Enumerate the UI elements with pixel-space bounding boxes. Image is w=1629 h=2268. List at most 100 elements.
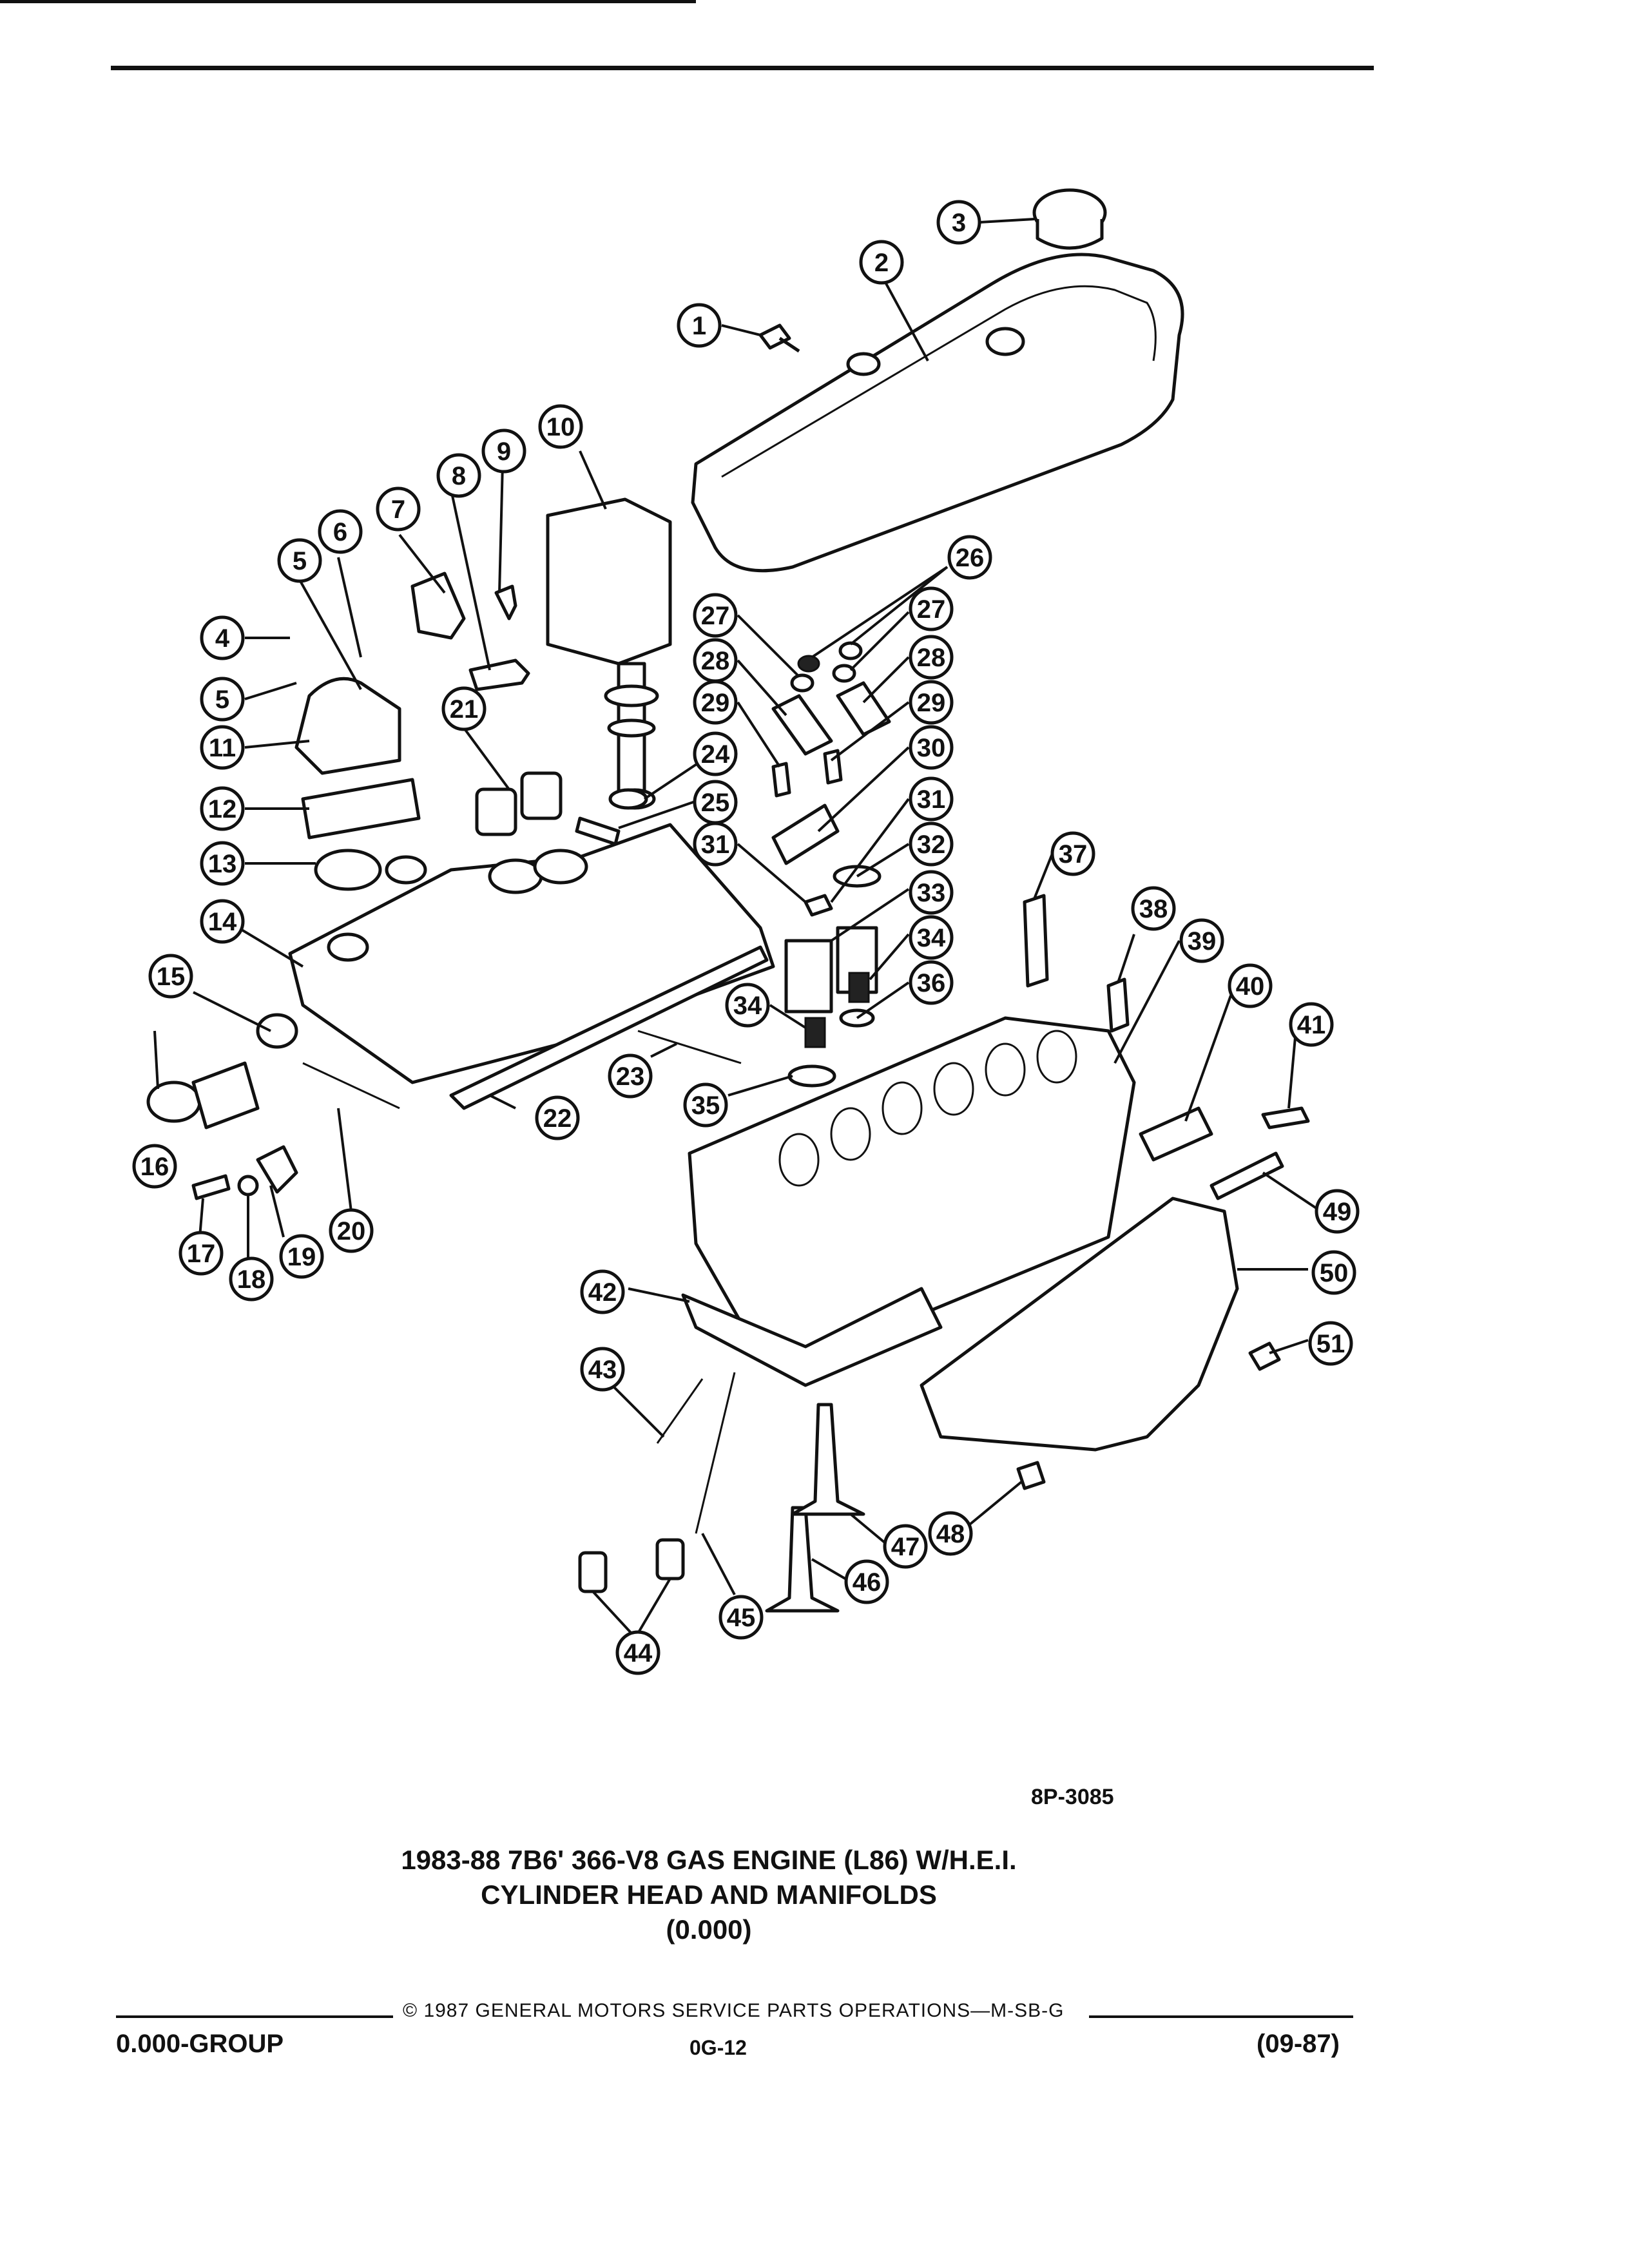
seal-34a: [804, 1017, 826, 1048]
cover-bolt: [758, 323, 800, 353]
washer-18: [237, 1175, 259, 1196]
title-line-2: CYLINDER HEAD AND MANIFOLDS: [481, 1879, 937, 1910]
callout-number: 28: [917, 644, 946, 672]
parts-artwork: [146, 188, 1310, 1613]
callout-number: 13: [208, 850, 237, 878]
callout-circle: [200, 841, 245, 886]
intake-gasket-22: [449, 945, 769, 1110]
callout-41: 41: [1289, 1002, 1334, 1047]
callout-circle: [909, 960, 954, 1005]
callout-34: 34: [725, 983, 770, 1028]
callout-38: 38: [1131, 886, 1176, 931]
bracket-40: [1139, 1106, 1213, 1162]
callout-circle: [1308, 1321, 1353, 1366]
callout-circle: [132, 1144, 177, 1189]
callout-10: 10: [538, 404, 583, 449]
callout-number: 2: [874, 249, 889, 277]
callout-5: 5: [200, 677, 245, 722]
scan-edge-rule: [0, 0, 696, 3]
rocker-arm-28b: [836, 681, 891, 736]
callout-number: 11: [209, 734, 236, 762]
callout-32: 32: [909, 822, 954, 867]
callout-51: 51: [1308, 1321, 1353, 1366]
callout-48: 48: [928, 1511, 973, 1556]
bolt-9: [494, 584, 517, 620]
callout-number: 5: [215, 686, 229, 714]
seal-34b: [848, 972, 870, 1003]
pushrod-45: [695, 1372, 736, 1534]
callout-number: 31: [701, 831, 730, 859]
callout-35: 35: [683, 1082, 728, 1128]
callout-number: 33: [917, 879, 946, 907]
callout-28: 28: [909, 635, 954, 680]
callout-number: 12: [208, 795, 237, 823]
callout-number: 51: [1316, 1330, 1345, 1358]
callout-circle: [376, 486, 421, 532]
callout-circle: [859, 240, 904, 285]
housing-gasket: [301, 778, 421, 840]
callout-circle: [928, 1511, 973, 1556]
callout-circle: [909, 870, 954, 915]
callout-number: 15: [157, 963, 186, 991]
pushrod-43: [656, 1378, 704, 1444]
callout-circle: [947, 535, 992, 580]
callout-circle: [693, 680, 738, 725]
callout-50: 50: [1311, 1250, 1356, 1295]
callout-46: 46: [844, 1559, 889, 1604]
callout-6: 6: [318, 509, 363, 554]
figure-code: 8P-3085: [1031, 1785, 1114, 1809]
callout-42: 42: [580, 1269, 625, 1314]
bolt-17: [191, 1174, 231, 1200]
callout-circle: [538, 404, 583, 449]
copyright-notice: © 1987 GENERAL MOTORS SERVICE PARTS OPER…: [403, 2000, 1065, 2021]
callout-29: 29: [909, 680, 954, 725]
rocker-arm-28a: [771, 694, 833, 756]
callout-28: 28: [693, 638, 738, 683]
head-bolt-38: [1106, 977, 1130, 1033]
callout-19: 19: [279, 1234, 324, 1279]
stud-49: [1210, 1151, 1284, 1200]
callout-39: 39: [1179, 918, 1224, 963]
callout-20: 20: [329, 1208, 374, 1253]
callout-number: 4: [215, 624, 230, 653]
callout-circle: [329, 1208, 374, 1253]
footer-rule-right: [1089, 2015, 1353, 2018]
callout-circle: [693, 593, 738, 638]
bolt-51: [1248, 1341, 1281, 1371]
callout-circle: [279, 1234, 324, 1279]
callout-43: 43: [580, 1347, 625, 1392]
callout-37: 37: [1050, 831, 1095, 876]
callout-circle: [718, 1595, 764, 1640]
callout-number: 22: [543, 1104, 572, 1133]
callout-circle: [1131, 886, 1176, 931]
guide-30: [771, 803, 840, 865]
exhaust-manifold: [920, 1196, 1239, 1452]
callout-number: 34: [917, 924, 946, 952]
callout-25: 25: [693, 780, 738, 825]
callout-circle: [936, 200, 981, 245]
callout-11: 11: [200, 725, 245, 770]
callout-5: 5: [277, 538, 322, 583]
callout-circle: [200, 786, 245, 831]
callout-number: 19: [287, 1243, 316, 1271]
callout-circle: [535, 1095, 580, 1140]
callout-circle: [148, 954, 193, 999]
callout-circle: [1179, 918, 1224, 963]
callout-circle: [200, 899, 245, 944]
callout-number: 8: [452, 462, 466, 490]
callout-number: 45: [727, 1604, 756, 1632]
callout-number: 9: [497, 437, 511, 466]
callout-circle: [693, 731, 738, 776]
callout-number: 46: [853, 1568, 882, 1597]
seal-24: [608, 788, 648, 810]
callout-circle: [909, 725, 954, 770]
callout-49: 49: [1315, 1189, 1360, 1234]
callout-13: 13: [200, 841, 245, 886]
callout-24: 24: [693, 731, 738, 776]
callout-number: 39: [1188, 927, 1217, 956]
callout-12: 12: [200, 786, 245, 831]
cap-21a: [475, 787, 517, 836]
callout-15: 15: [148, 954, 193, 999]
callout-number: 41: [1297, 1011, 1326, 1039]
